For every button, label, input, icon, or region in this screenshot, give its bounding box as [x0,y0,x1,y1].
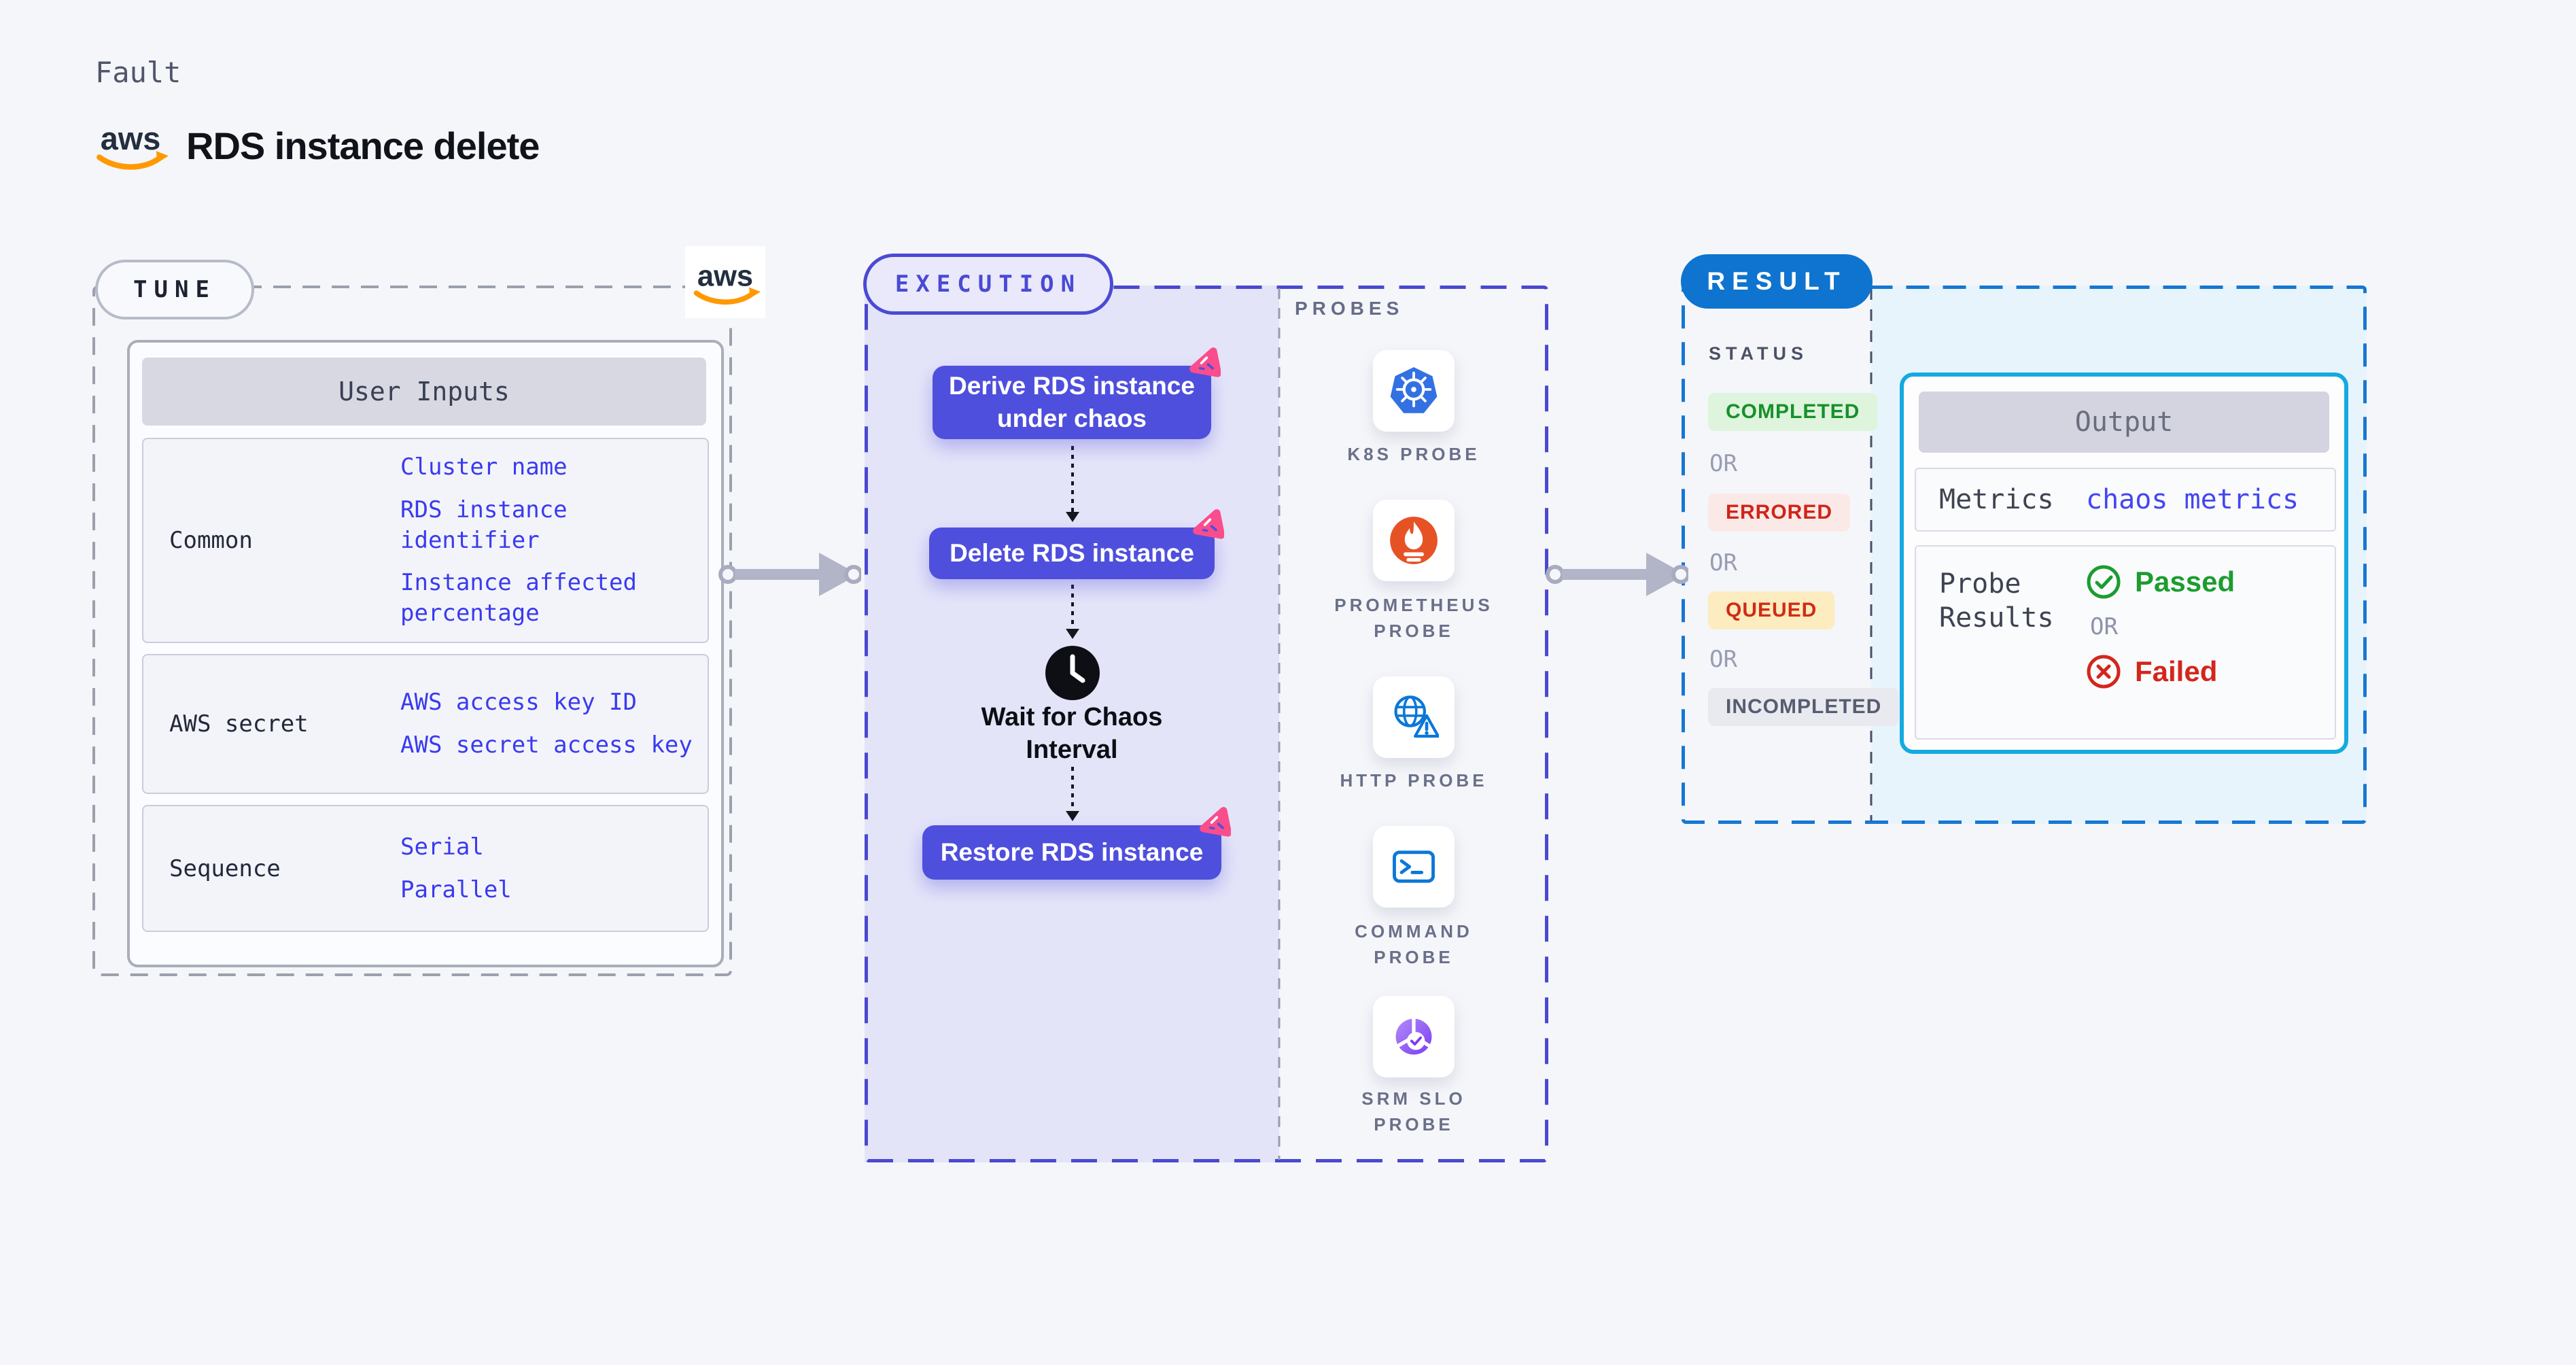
output-row-metrics: Metrics chaos metrics [1915,468,2336,532]
probe-results-values: Passed OR Failed [2086,564,2235,689]
status-badge-errored: ERRORED [1708,494,1851,532]
status-badge-incompleted: INCOMPLETED [1708,688,1900,726]
arrowhead-icon [1066,512,1079,522]
probe-label-k8s: K8S PROBE [1347,444,1480,464]
tunable-link[interactable]: Serial [400,833,484,861]
status-badge-queued: QUEUED [1708,591,1835,629]
tune-aws-logo-box [685,246,765,318]
flow-down-arrow [1065,585,1080,639]
chaos-metrics-link[interactable]: chaos metrics [2086,484,2299,515]
user-inputs-row-common: Common Cluster name RDS instance identif… [142,438,709,643]
user-inputs-card: User Inputs Common Cluster name RDS inst… [127,340,724,967]
flow-arrow-probes-to-result [1546,553,1688,596]
slo-donut-check-icon [1395,1017,1432,1055]
output-card: Output Metrics chaos metrics Probe Resul… [1900,373,2348,754]
execution-dashed-border [865,286,1548,1162]
tune-dashed-border [92,286,732,976]
tune-badge: TUNE [95,260,254,319]
arrowhead-icon [1066,811,1079,821]
row-label: Common [169,527,253,554]
terminal-icon [1393,850,1435,883]
output-header: Output [1919,392,2329,453]
step-delete-rds-instance: Delete RDS instance [929,528,1215,579]
failed-status: Failed [2086,654,2235,689]
tunable-link[interactable]: RDS instance identifier [400,496,568,554]
tunable-link[interactable]: Instance affected percentage [400,569,637,627]
or-label: OR [1709,646,1737,673]
chaos-fault-icon [1188,347,1221,379]
flow-down-arrow [1065,446,1080,522]
row-label: AWS secret [169,710,309,738]
tunable-link[interactable]: Cluster name [400,453,568,481]
user-inputs-row-sequence: Sequence Serial Parallel [142,805,709,932]
wait-for-chaos-interval-label: Wait for Chaos Interval [981,703,1163,764]
tunable-link[interactable]: Parallel [400,876,512,903]
probe-card-http [1373,676,1455,758]
probe-card-command [1373,826,1455,908]
probe-label-command: COMMAND PROBE [1355,921,1473,967]
tunable-link[interactable]: AWS access key ID [400,689,637,716]
step-label: Restore RDS instance [940,837,1204,866]
or-label: OR [2090,613,2118,640]
page-title-row: RDS instance delete [92,117,540,174]
row-label: Sequence [169,854,281,882]
probes-title: PROBES [1295,298,1404,319]
chaos-fault-icon [1198,806,1231,839]
arrowhead-icon [1066,629,1079,639]
chaos-fault-icon [1191,508,1224,541]
step-restore-rds-instance: Restore RDS instance [922,825,1221,880]
page-title: RDS instance delete [186,124,540,167]
probe-card-k8s [1373,350,1455,432]
status-badge-completed: COMPLETED [1708,393,1878,431]
probe-results-label: Probe Results [1939,568,2054,634]
x-circle-icon [2087,655,2121,689]
step-derive-rds-instance: Derive RDS instance under chaos [933,366,1211,439]
aws-logo-icon [690,256,761,309]
result-badge: RESULT [1681,254,1873,309]
flow-arrow-tune-to-execution [718,553,861,596]
metrics-label: Metrics [1939,484,2054,515]
step-label: Derive RDS instance under chaos [949,371,1195,432]
passed-status: Passed [2086,564,2235,600]
row-values: Serial Parallel [400,806,699,931]
step-label: Delete RDS instance [950,538,1194,567]
dotted-line [1071,585,1074,629]
probe-label-prometheus: PROMETHEUS PROBE [1334,595,1493,641]
row-values: AWS access key ID AWS secret access key [400,655,699,793]
probe-label-http: HTTP PROBE [1340,770,1488,791]
kubernetes-icon [1390,367,1438,413]
dotted-line [1071,767,1074,811]
or-label: OR [1709,450,1737,477]
http-globe-warning-icon [1394,695,1439,738]
probe-label-srm-slo: SRM SLO PROBE [1361,1088,1466,1135]
probe-card-srm-slo [1373,996,1455,1077]
flow-down-arrow [1065,767,1080,821]
execution-badge: EXECUTION [863,254,1113,315]
wait-clock-icon [1044,644,1101,702]
dotted-line [1071,446,1074,512]
prometheus-icon [1390,517,1438,564]
row-values: Cluster name RDS instance identifier Ins… [400,439,699,642]
user-inputs-row-aws-secret: AWS secret AWS access key ID AWS secret … [142,654,709,794]
status-title: STATUS [1709,343,1808,364]
output-row-probe-results: Probe Results Passed OR Failed [1915,545,2336,740]
page-kind-label: Fault [95,56,181,89]
result-dashed-border [1682,286,2367,824]
or-label: OR [1709,549,1737,576]
user-inputs-header: User Inputs [142,358,706,426]
check-circle-icon [2087,565,2121,599]
aws-logo-icon [92,117,169,174]
probe-card-prometheus [1373,500,1455,581]
tunable-link[interactable]: AWS secret access key [400,731,693,759]
